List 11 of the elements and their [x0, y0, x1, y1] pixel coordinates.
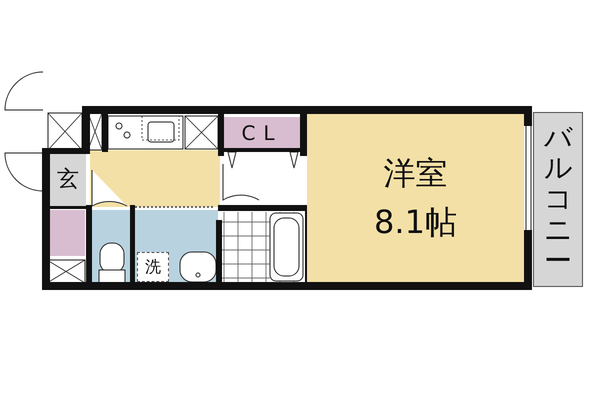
washroom-label: 洗: [145, 258, 161, 276]
balcony-label: バルコニー: [544, 122, 572, 276]
closet-label: CL: [241, 122, 283, 144]
room-area: [224, 117, 300, 148]
room-name: 洋室: [384, 156, 448, 191]
entrance-label: 玄: [57, 168, 79, 192]
room-area: [307, 114, 524, 282]
balcony: [533, 112, 583, 287]
room-area: [137, 252, 169, 282]
room-size: 8.1帖: [374, 205, 457, 240]
room-area: [50, 154, 86, 206]
